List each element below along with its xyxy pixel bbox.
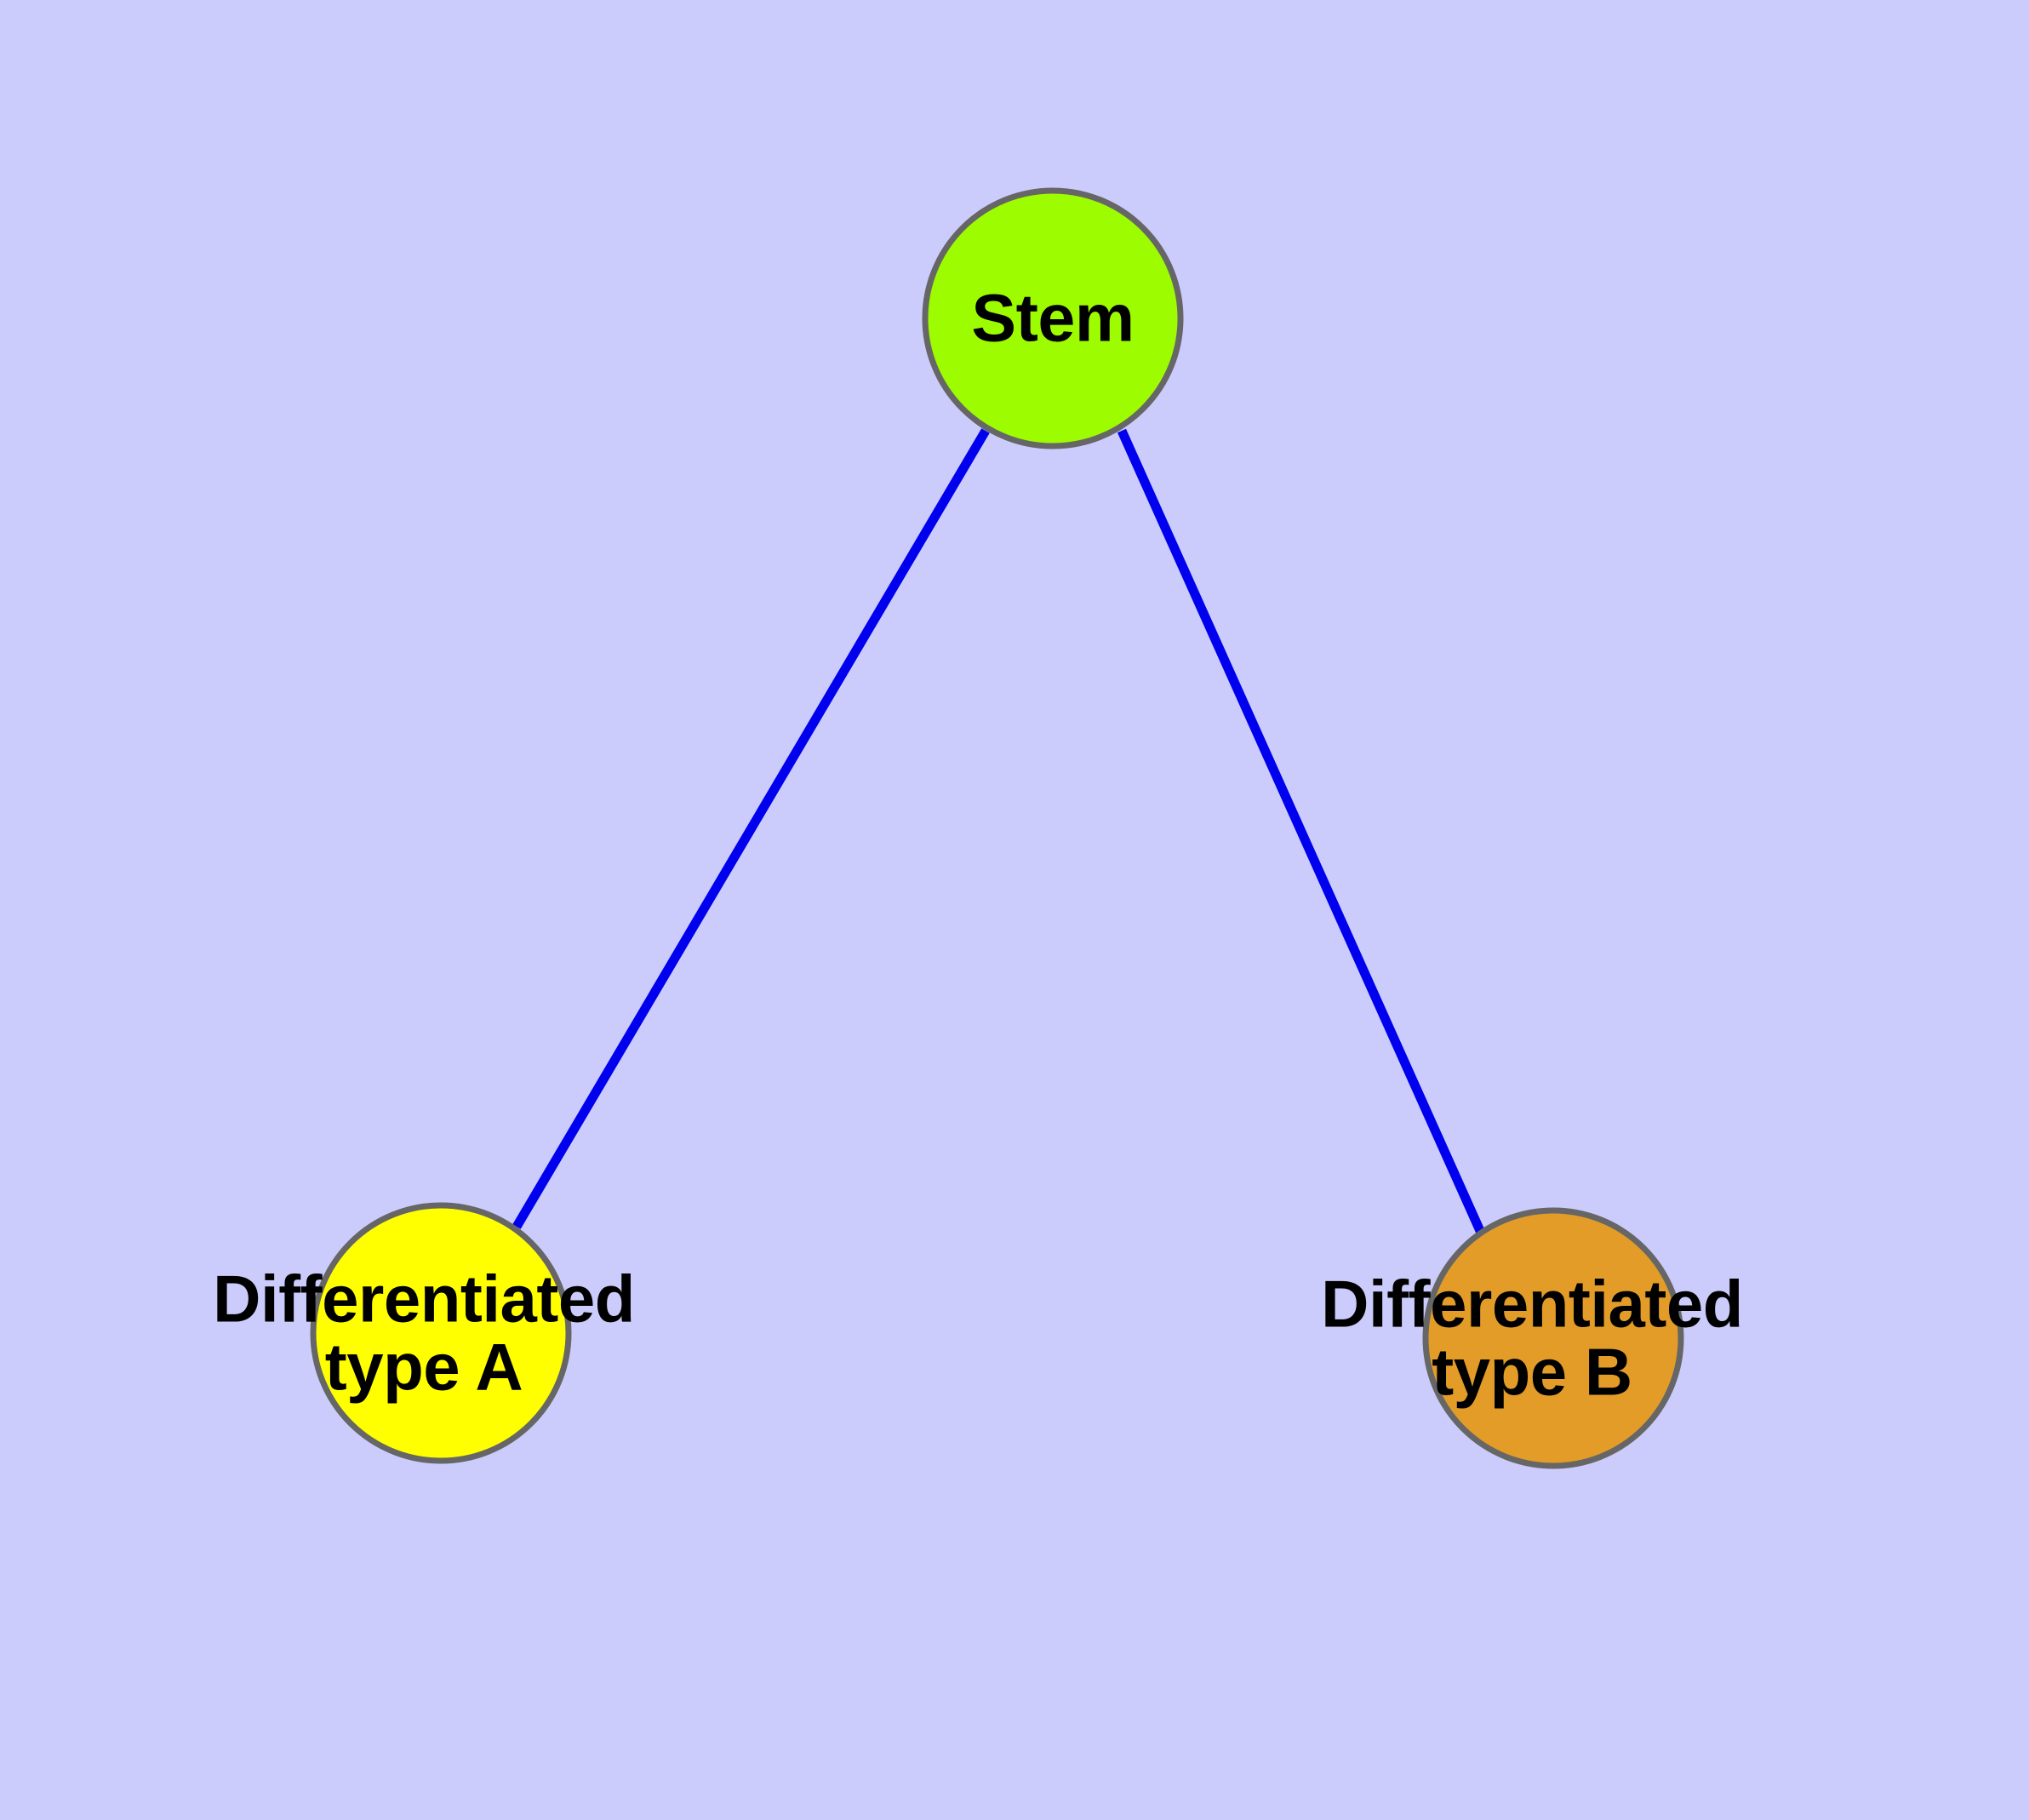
node-differentiated-type-a[interactable] (310, 1202, 572, 1464)
node-layer (310, 187, 1684, 1469)
node-stem[interactable] (922, 187, 1184, 449)
node-differentiated-type-b[interactable] (1422, 1207, 1684, 1469)
edge-stem-to-diff-b[interactable] (1117, 428, 1486, 1235)
edge-stem-to-diff-a[interactable] (512, 428, 990, 1229)
edge-layer (512, 428, 1486, 1235)
